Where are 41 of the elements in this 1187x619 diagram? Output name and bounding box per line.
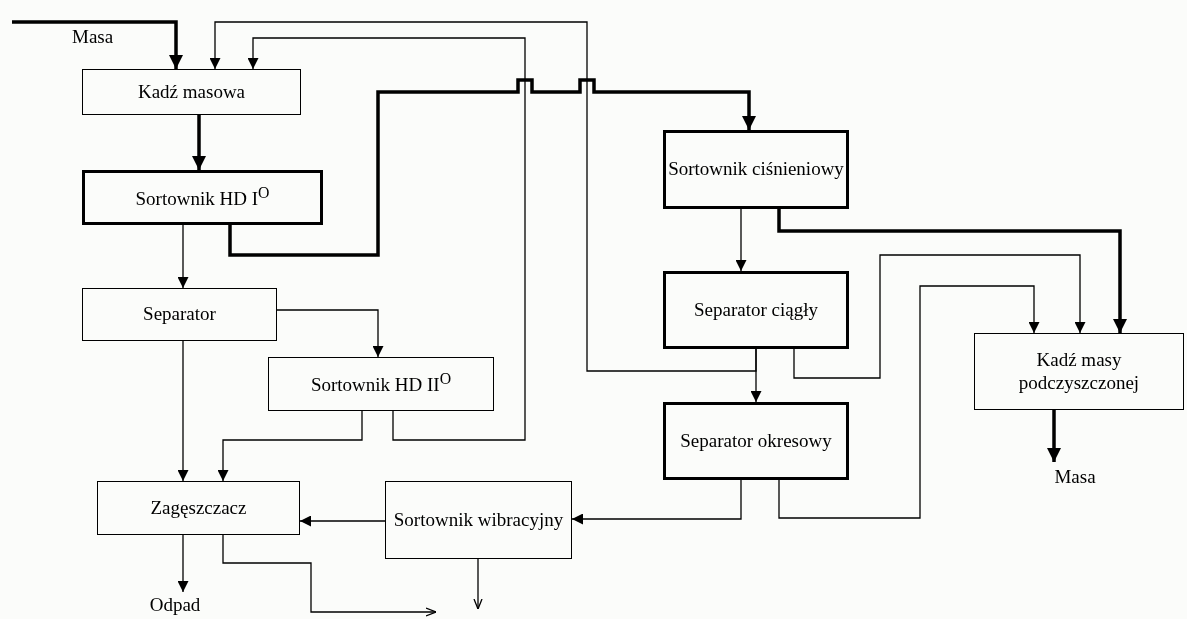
box-label: Kadź masowa [137,80,246,104]
arrow [571,479,742,525]
arrow [177,224,189,289]
box-label: Separator [143,303,216,326]
arrow [12,20,183,69]
process-box [97,481,300,535]
process-box [385,481,572,559]
arrow [177,534,189,593]
arrow [793,254,1086,379]
arrow [228,78,756,257]
process-box [663,130,849,209]
arrow [1047,410,1061,462]
box-label: Separator ciągły [694,298,818,322]
process-box [663,271,849,349]
box-label: Sortownik wibracyjny [393,508,564,532]
process-box [82,69,301,115]
box-label: Kadź masy podczyszczonej [1017,348,1141,395]
process-box [268,357,494,411]
arrow [735,208,747,272]
arrow [247,37,526,441]
arrow [222,534,437,617]
arrow [778,285,1040,519]
box-label: Sortownik ciśnieniowy [668,158,844,181]
box-label: Sortownik HD I$^{O}$ [135,183,270,212]
arrow [217,410,363,482]
process-box [663,402,849,480]
box-label: Sortownik HD II$^{O}$ [310,370,452,398]
flow-label: Masa [1054,465,1096,489]
process-box [974,333,1184,410]
arrow [209,21,757,372]
flow-label: Odpad [149,593,201,617]
arrow [276,309,384,358]
box-label: Zagęszczacz [150,496,247,520]
arrow [777,209,1127,333]
process-box [82,288,277,341]
arrow [192,115,206,170]
box-label: Separator okresowy [680,429,832,453]
arrow [177,340,189,482]
process-box [82,170,323,225]
arrow [473,558,483,610]
arrow [299,515,386,527]
